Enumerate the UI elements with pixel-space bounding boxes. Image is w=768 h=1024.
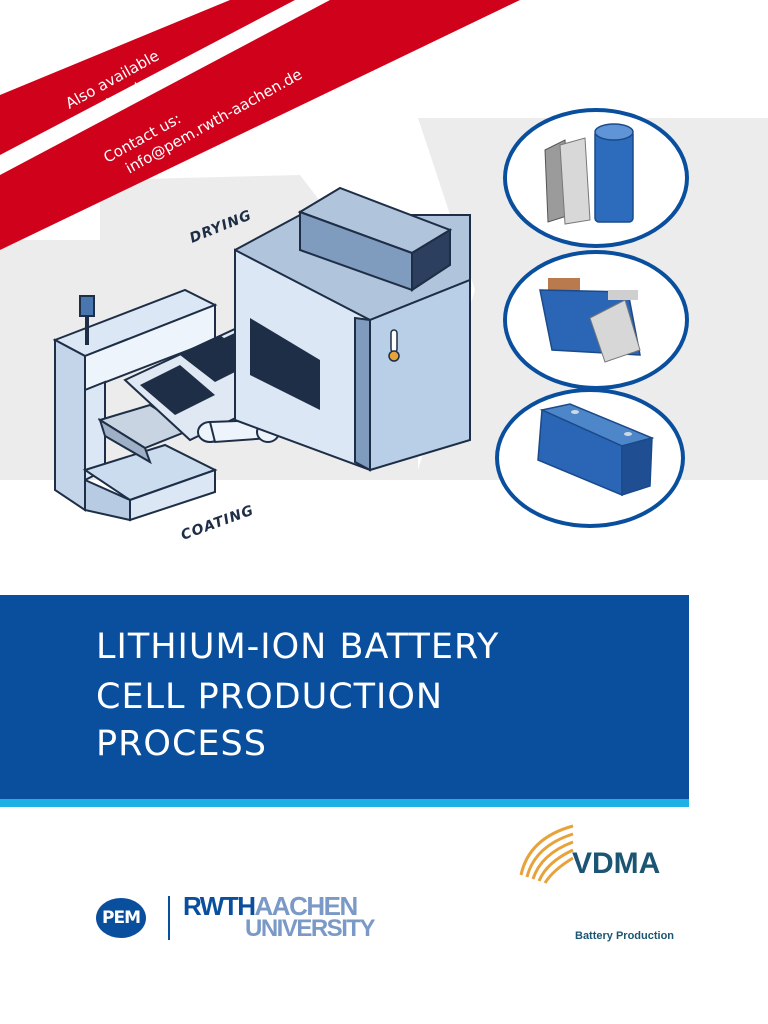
pouch-cell-circle	[503, 250, 689, 390]
logo-divider	[168, 896, 170, 940]
rwth-logo-rwth: RWTH	[183, 891, 256, 921]
prismatic-cell-circle	[495, 388, 685, 528]
vdma-arcs-icon	[519, 824, 574, 884]
title-line-3: PROCESS	[96, 724, 267, 764]
coating-unit	[52, 288, 218, 522]
pem-logo-text: PEM	[102, 908, 141, 928]
rwth-logo: RWTHAACHEN	[183, 891, 359, 921]
vdma-subtitle: Battery Production	[575, 930, 675, 942]
cylindrical-cell-circle	[503, 108, 689, 248]
title-band	[0, 595, 689, 799]
rwth-logo-university: UNIVERSITY	[245, 915, 376, 942]
coating-label: COATING	[179, 503, 256, 544]
title-line-2: CELL PRODUCTION	[96, 677, 444, 717]
title-line-1: LITHIUM-ION BATTERY	[96, 627, 500, 667]
title-accent-stripe	[0, 799, 689, 807]
rwth-logo-aachen: AACHEN	[254, 891, 359, 921]
drying-oven	[234, 186, 471, 472]
pem-logo-icon	[96, 898, 146, 938]
vdma-logo-text: VDMA	[572, 847, 661, 880]
